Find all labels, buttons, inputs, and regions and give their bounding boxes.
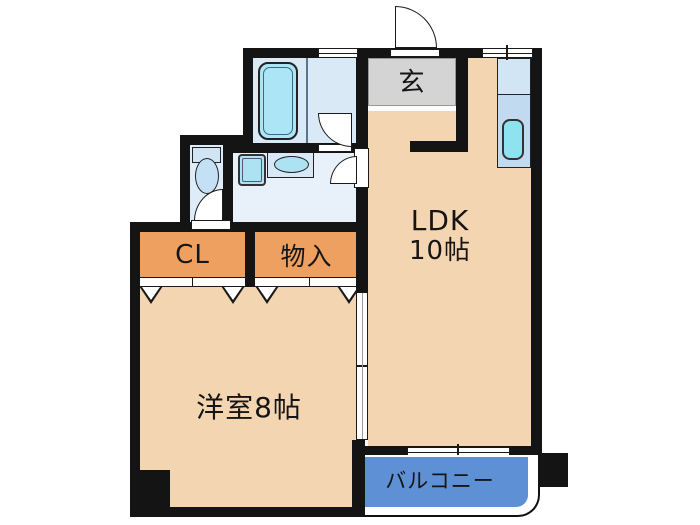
bathroom-divider-line [306, 58, 308, 143]
ldk-label: LDK [410, 203, 470, 237]
wall-bath-washroom [233, 143, 356, 153]
wall-left [130, 222, 140, 517]
ldk-size-label: 10帖 [408, 235, 472, 266]
vanity-basin-icon [274, 156, 309, 173]
genkan-step [368, 106, 456, 111]
wall-bath-left [243, 48, 253, 145]
balcony-label: バルコニー [385, 469, 495, 493]
wall-toilet-left [180, 135, 190, 222]
entrance-door-icon [395, 6, 437, 48]
window-balcony-mullion [457, 444, 459, 458]
storage-label: 物入 [280, 241, 333, 271]
wall-storage-right [356, 222, 368, 292]
closet-label: CL [175, 239, 210, 270]
kitchen-fridge-space [498, 59, 530, 95]
wall-bottom [130, 507, 365, 517]
storage-room [255, 232, 358, 277]
genkan-label: 玄 [398, 67, 426, 98]
wall-toilet-top [180, 135, 253, 145]
closet-door-track [138, 277, 246, 287]
storage-door-track [254, 277, 362, 287]
toilet-door-leaf [191, 220, 231, 230]
wall-closet-divider [245, 222, 255, 287]
wall-toilet-right [223, 145, 233, 222]
closet-room [140, 232, 245, 277]
wall-room-divider-lower [352, 440, 365, 517]
window-bathroom [318, 48, 358, 58]
kitchen-counter [497, 58, 531, 168]
balcony-area [365, 457, 528, 507]
wall-genkan-stub-v [456, 48, 468, 152]
bathtub-icon [258, 62, 298, 140]
toilet-bowl-icon [195, 158, 219, 194]
sliding-door [356, 292, 368, 440]
kitchen-sink-icon [502, 119, 524, 160]
window-kitchen-mullion [506, 45, 508, 60]
entrance-threshold [390, 49, 440, 57]
wall-right [531, 48, 542, 458]
wall-genkan-stub-h [410, 141, 468, 152]
genkan-area [368, 58, 456, 106]
bath-door-threshold [318, 144, 352, 152]
wall-notch [130, 470, 170, 517]
washing-machine-pan-icon [238, 154, 266, 186]
wall-pillar-balcony2 [538, 453, 568, 487]
wall-washroom-ldk [356, 48, 368, 232]
western-room-label: 洋室8帖 [196, 391, 302, 424]
